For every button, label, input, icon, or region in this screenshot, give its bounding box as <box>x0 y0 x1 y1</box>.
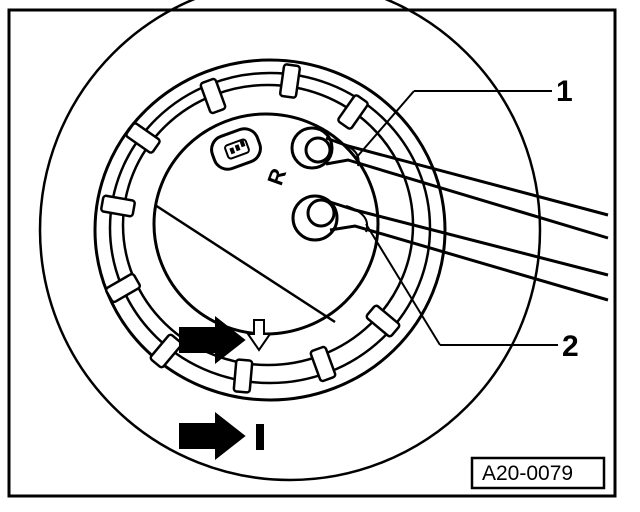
ring-lug <box>365 304 401 338</box>
electrical-connector <box>210 127 262 171</box>
ring-lug <box>125 122 161 154</box>
ring-lug <box>232 358 254 394</box>
ring-lug <box>104 272 142 304</box>
ring-lug <box>337 94 369 130</box>
figure-code-box <box>470 456 606 490</box>
tank-opening-outline <box>38 0 542 482</box>
ring-lug <box>199 77 227 115</box>
retaining-ring-outer <box>93 58 447 402</box>
callout-1-leader-diagonal <box>355 90 415 159</box>
callout-2-leader-diagonal <box>365 223 441 346</box>
sender-flange <box>152 112 380 336</box>
black-arrow-upper-icon <box>179 315 246 365</box>
fuel-line-1 <box>325 136 609 240</box>
outline-down-arrow-icon <box>246 319 272 352</box>
ring-lug <box>100 194 136 218</box>
ring-lug <box>278 63 302 99</box>
ring-lug <box>309 345 337 383</box>
figure-code: A20-0079 <box>482 462 573 485</box>
fuel-line-2 <box>329 200 609 302</box>
tank-alignment-mark <box>256 424 264 450</box>
callout-1: 1 <box>556 75 573 108</box>
ring-lug <box>149 333 183 369</box>
supply-line-fitting <box>291 194 339 242</box>
black-arrow-lower-icon <box>179 411 246 461</box>
return-line-fitting <box>290 126 334 170</box>
alignment-mark-line <box>154 203 336 324</box>
callout-2: 2 <box>562 330 579 363</box>
ring-lugs <box>100 63 401 394</box>
